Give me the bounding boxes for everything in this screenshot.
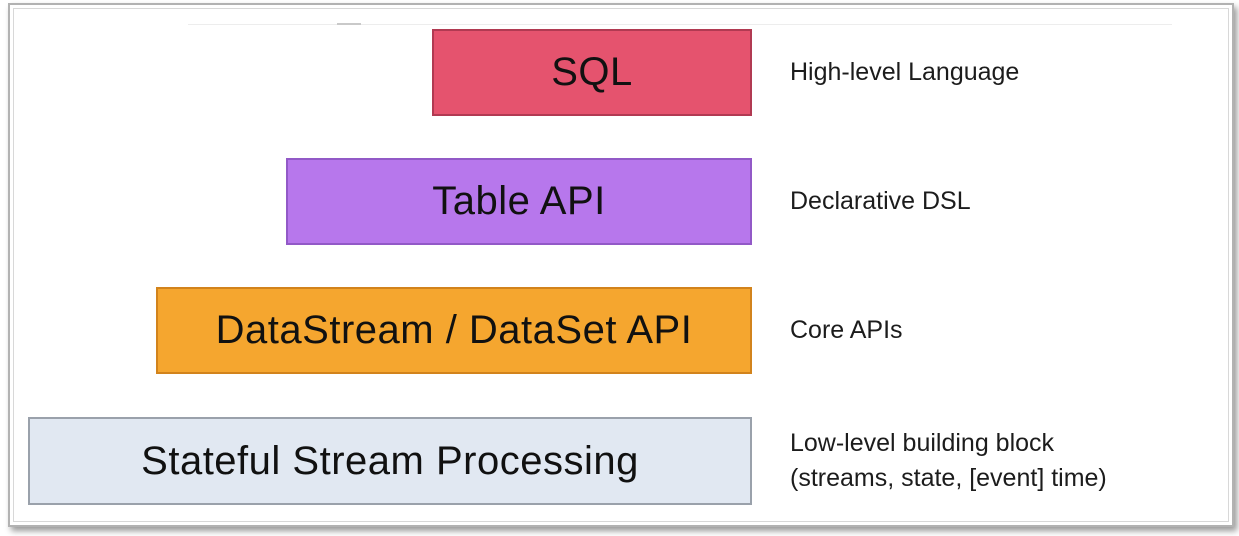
layer-box-table-api: Table API	[286, 158, 752, 245]
stray-dash-artifact	[337, 23, 361, 25]
layer-label-datastream-dataset-api: DataStream / DataSet API	[215, 308, 693, 352]
annotation-core-apis: Core APIs	[790, 287, 1230, 374]
annotation-line: Declarative DSL	[790, 187, 971, 215]
annotation-line: Low-level building block	[790, 429, 1055, 457]
annotation-high-level-language: High-level Language	[790, 29, 1230, 116]
stray-line-artifact	[188, 24, 1172, 25]
layer-label-table-api: Table API	[432, 179, 606, 223]
annotation-declarative-dsl: Declarative DSL	[790, 158, 1230, 245]
slide-frame-inner-border	[13, 8, 1229, 522]
layer-box-stateful-stream-processing: Stateful Stream Processing	[28, 417, 752, 505]
annotation-line: High-level Language	[790, 58, 1020, 86]
annotation-line: Core APIs	[790, 316, 903, 344]
layer-box-datastream-dataset-api: DataStream / DataSet API	[156, 287, 752, 374]
layer-box-sql: SQL	[432, 29, 752, 116]
annotation-line: (streams, state, [event] time)	[790, 464, 1107, 492]
annotation-low-level-building-block: Low-level building block (streams, state…	[790, 417, 1230, 505]
layer-label-stateful-stream-processing: Stateful Stream Processing	[141, 438, 639, 483]
layer-label-sql: SQL	[551, 50, 633, 94]
